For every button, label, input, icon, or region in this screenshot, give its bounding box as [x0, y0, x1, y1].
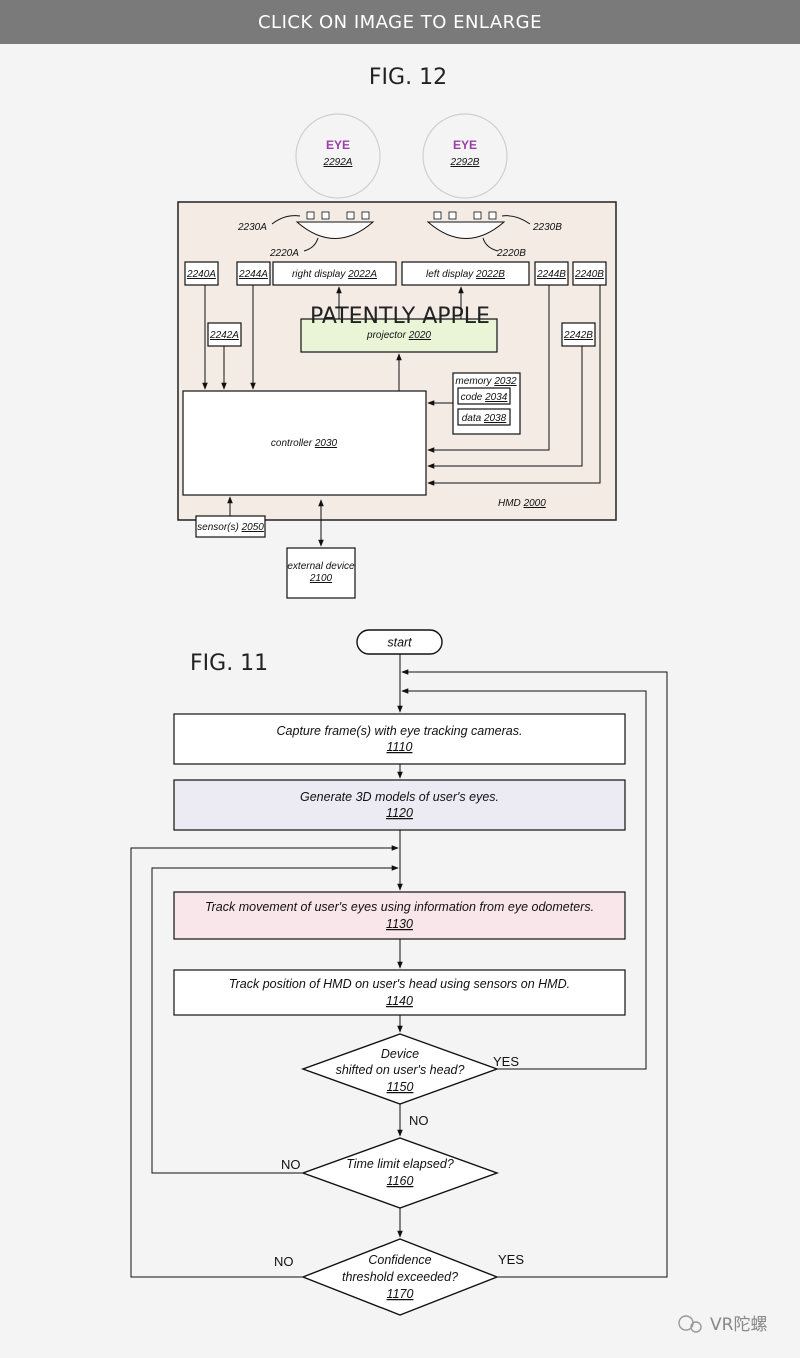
box-2240a-label: 2240A [186, 269, 216, 280]
eye-b-ref: 2292B [450, 157, 480, 168]
fig12-title: FIG. 12 [369, 65, 447, 90]
decision-1160-line1: Time limit elapsed? [346, 1157, 454, 1171]
lens-2220a [295, 211, 375, 239]
projector-text: projector 2020 [366, 330, 431, 341]
eye-b-label: EYE [453, 138, 477, 152]
step-1130-ref: 1130 [386, 917, 413, 931]
decision-1160-ref: 1160 [387, 1174, 414, 1188]
box-2240b-label: 2240B [574, 269, 604, 280]
decision-1170-line1: Confidence [368, 1253, 431, 1267]
eye-2292a: EYE 2292A [295, 113, 381, 199]
credit-text: VR陀螺 [710, 1315, 767, 1335]
memory-text: memory 2032 [455, 376, 517, 387]
box-2244b [534, 261, 569, 286]
eye-a-ref: 2292A [323, 157, 353, 168]
right-display-text: right display 2022A [292, 269, 377, 280]
step-1120-ref: 1120 [386, 806, 413, 820]
external-device-text: external device [287, 561, 355, 572]
eye-2292b: EYE 2292B [422, 113, 508, 199]
credit-logo: VR陀螺 [678, 1315, 767, 1335]
decision-1150-no: NO [409, 1113, 429, 1128]
fig11-title: FIG. 11 [190, 651, 268, 676]
step-1130 [173, 891, 626, 940]
box-2242b [561, 322, 596, 347]
box-2244b-label: 2244B [536, 269, 566, 280]
ref-2230b: 2230B [532, 222, 562, 233]
step-1120-text: Generate 3D models of user's eyes. [300, 790, 499, 804]
step-1140-text: Track position of HMD on user's head usi… [229, 977, 570, 991]
step-1110-ref: 1110 [387, 740, 413, 754]
step-1130-text: Track movement of user's eyes using info… [205, 900, 594, 914]
eye-a-label: EYE [326, 138, 350, 152]
external-device-ref: 2100 [309, 573, 333, 584]
watermark: PATENTLY APPLE [310, 304, 490, 329]
step-1110 [173, 713, 626, 765]
sensors-text: sensor(s) 2050 [197, 522, 264, 533]
code-text: code 2034 [461, 392, 508, 403]
lens-2220b [426, 211, 506, 239]
decision-1170-ref: 1170 [387, 1287, 414, 1301]
decision-1150-line1: Device [381, 1047, 419, 1061]
controller-2030 [182, 390, 427, 496]
box-2242a-label: 2242A [209, 330, 239, 341]
ref-2220a: 2220A [269, 248, 299, 259]
click-to-enlarge-banner[interactable]: CLICK ON IMAGE TO ENLARGE [0, 0, 800, 44]
ref-2220b: 2220B [496, 248, 526, 259]
decision-1150-yes: YES [493, 1054, 519, 1069]
box-2242b-label: 2242B [563, 330, 593, 341]
decision-1170-no: NO [274, 1254, 294, 1269]
box-2240a [184, 261, 219, 286]
left-display-2022b [401, 261, 530, 286]
data-text: data 2038 [462, 413, 507, 424]
code-2034 [457, 387, 511, 405]
box-2244a-label: 2244A [238, 269, 268, 280]
data-2038 [457, 408, 511, 426]
step-1110-text: Capture frame(s) with eye tracking camer… [277, 724, 523, 738]
projector-2020 [300, 318, 498, 353]
external-device-2100 [286, 547, 356, 599]
decision-1170 [301, 1238, 499, 1316]
decision-1150-ref: 1150 [387, 1080, 414, 1094]
hmd-text: HMD 2000 [498, 498, 546, 509]
box-2240b [572, 261, 607, 286]
step-1140-ref: 1140 [386, 994, 413, 1008]
start-text: start [387, 636, 412, 650]
decision-1170-line2: threshold exceeded? [342, 1270, 458, 1284]
decision-1160 [300, 1137, 500, 1209]
decision-1160-no: NO [281, 1157, 301, 1172]
controller-text: controller 2030 [271, 438, 338, 449]
decision-1170-yes: YES [498, 1252, 524, 1267]
right-display-2022a [272, 261, 397, 286]
step-1140 [173, 969, 626, 1016]
left-display-text: left display 2022B [426, 269, 505, 280]
ref-2230a: 2230A [237, 222, 267, 233]
step-1120 [173, 779, 626, 831]
decision-1150-line2: shifted on user's head? [336, 1063, 465, 1077]
